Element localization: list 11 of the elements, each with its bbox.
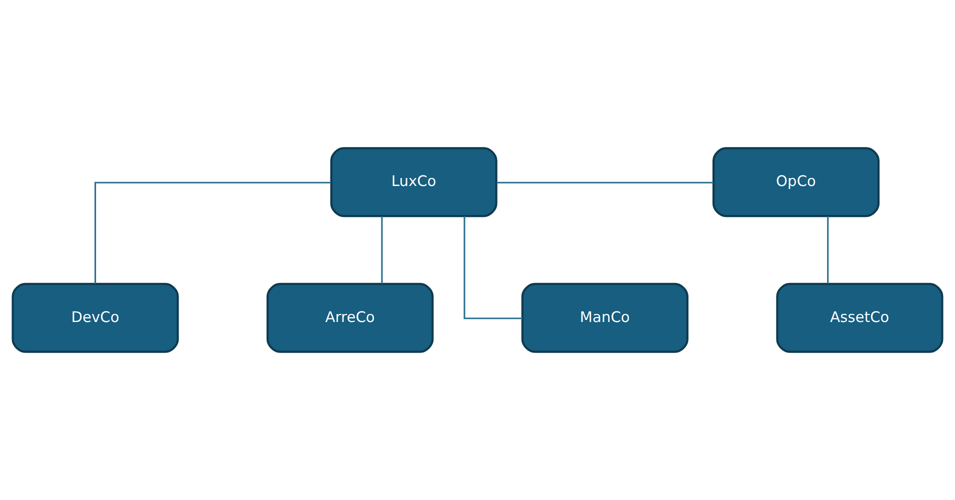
node-box: ArreCo — [266, 282, 434, 353]
connector — [381, 216, 383, 284]
node-box: ManCo — [521, 282, 688, 353]
node-box: AssetCo — [776, 282, 944, 353]
connector — [94, 182, 331, 284]
node-box: DevCo — [12, 282, 179, 353]
node-box: LuxCo — [330, 147, 498, 218]
connector — [464, 216, 522, 320]
connector — [496, 182, 714, 184]
connector — [827, 216, 829, 284]
node-box: OpCo — [712, 147, 880, 218]
